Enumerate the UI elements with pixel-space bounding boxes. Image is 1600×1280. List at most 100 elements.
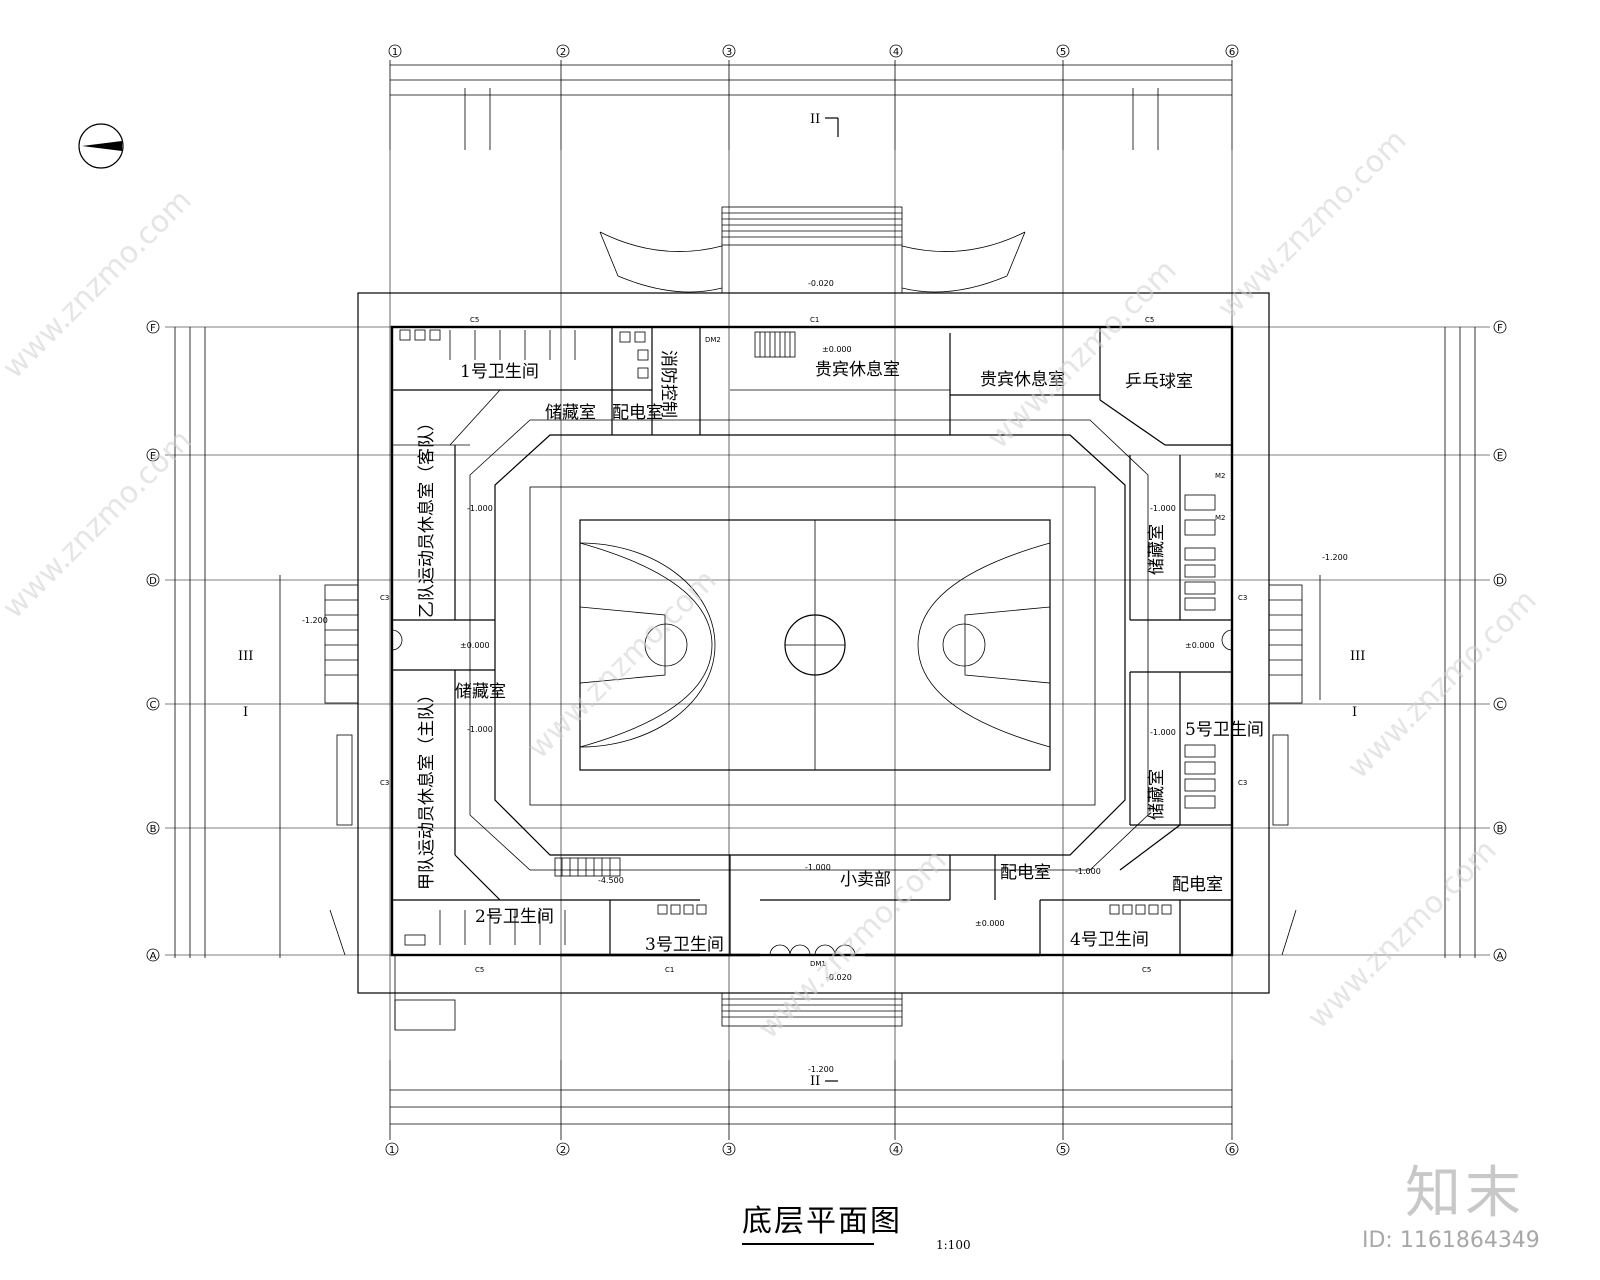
- watermark-text: www.znzmo.com www.znzmo.com www.znzmo.co…: [0, 123, 1544, 1046]
- section-mark-left-1: I: [243, 705, 248, 720]
- room-vip-lounge-1: 贵宾休息室: [815, 360, 900, 380]
- level-court-s: ±0.000: [975, 919, 1005, 928]
- room-toilet-2: 2号卫生间: [475, 907, 554, 927]
- level-corridor-s: -1.000: [805, 863, 831, 872]
- north-arrow-icon: [78, 123, 124, 169]
- svg-text:3: 3: [726, 47, 732, 58]
- room-labels: 1号卫生间 储藏室 配电室 贵宾休息室 贵宾休息室 乒乓球室 储藏室 小卖部 配…: [417, 350, 1264, 955]
- level-corridor-e1: -1.000: [1150, 504, 1176, 513]
- svg-text:2: 2: [560, 1145, 566, 1156]
- section-mark-left-3: III: [238, 649, 253, 664]
- image-id-label: ID: 1161864349: [1362, 1228, 1540, 1253]
- west-rooms-walls: [392, 445, 700, 901]
- room-toilet-1: 1号卫生间: [460, 362, 539, 382]
- section-mark-right-3: III: [1350, 649, 1365, 664]
- svg-text:D: D: [1496, 576, 1504, 587]
- section-mark-right-1: I: [1352, 705, 1357, 720]
- svg-text:M2: M2: [1215, 472, 1226, 480]
- north-rooms-walls: [392, 327, 1232, 446]
- svg-text:6: 6: [1229, 1145, 1235, 1156]
- svg-text:B: B: [1497, 824, 1504, 835]
- level-outdoor-top: -0.020: [808, 279, 834, 288]
- svg-text:B: B: [150, 824, 157, 835]
- svg-text:C5: C5: [475, 966, 484, 974]
- level-court-e: ±0.000: [1185, 641, 1215, 650]
- axis-bubbles-top: 1 2 3 4 5 6: [388, 44, 1239, 58]
- svg-text:D: D: [149, 576, 157, 587]
- room-fire-control: 消防控制: [658, 350, 678, 418]
- room-kiosk: 小卖部: [840, 870, 891, 890]
- bottom-dimension-lines: [389, 1060, 1233, 1140]
- axis-bubbles-bottom: 1 2 3 4 5 6: [385, 1142, 1239, 1156]
- room-storage-e2: 储藏室: [1147, 769, 1167, 820]
- svg-text:www.znzmo.com: www.znzmo.com: [0, 183, 199, 386]
- arena-inner-wall: [494, 434, 1126, 856]
- north-stair: [754, 331, 796, 358]
- toilet-fixtures-south: [404, 904, 1172, 946]
- room-storage-w: 储藏室: [455, 682, 506, 702]
- level-corridor-w1: -1.000: [467, 504, 493, 513]
- svg-text:6: 6: [1229, 47, 1235, 58]
- svg-text:1: 1: [389, 1145, 395, 1156]
- south-rooms-walls: [609, 855, 1181, 955]
- building-exterior-wall: [390, 325, 1234, 957]
- svg-text:DM2: DM2: [705, 336, 721, 344]
- svg-text:C1: C1: [810, 316, 819, 324]
- svg-text:www.znzmo.com: www.znzmo.com: [0, 423, 199, 626]
- level-ramp-e: -1.200: [1322, 553, 1348, 562]
- section-mark-bottom: II: [810, 1074, 820, 1089]
- level-outdoor-bottom: -0.020: [826, 973, 852, 982]
- svg-text:C3: C3: [380, 594, 389, 602]
- svg-text:C3: C3: [380, 779, 389, 787]
- south-stair: [554, 857, 621, 877]
- svg-text:www.znzmo.com: www.znzmo.com: [1211, 123, 1414, 326]
- arena-outer-ring: [469, 419, 1149, 871]
- svg-text:4: 4: [893, 47, 899, 58]
- level-pit: -4.500: [598, 876, 624, 885]
- brand-watermark: 知末: [1405, 1161, 1525, 1226]
- section-mark-top: II: [810, 112, 820, 127]
- east-rooms-walls: [1040, 455, 1232, 901]
- west-side-steps: [324, 584, 359, 956]
- svg-text:E: E: [150, 451, 156, 462]
- basketball-court: [529, 486, 1096, 806]
- room-storage-e1: 储藏室: [1147, 524, 1167, 575]
- east-side-steps: [1268, 584, 1303, 956]
- svg-text:3: 3: [726, 1145, 732, 1156]
- south-entrance-steps: [721, 992, 903, 1027]
- drawing-scale: 1:100: [936, 1238, 971, 1252]
- level-corridor-e2: -1.000: [1150, 728, 1176, 737]
- svg-text:F: F: [1497, 323, 1503, 334]
- toilet-fixtures-north: [399, 329, 649, 379]
- svg-text:www.znzmo.com: www.znzmo.com: [1341, 583, 1544, 786]
- side-dimension-lines: [174, 327, 1476, 958]
- axis-bubbles-right: A B C D E F: [1493, 320, 1507, 962]
- svg-text:DM1: DM1: [810, 960, 826, 968]
- level-court-n: ±0.000: [822, 345, 852, 354]
- room-toilet-5: 5号卫生间: [1185, 720, 1264, 740]
- room-electric-s: 配电室: [1000, 863, 1051, 883]
- room-table-tennis: 乒乓球室: [1125, 372, 1193, 392]
- svg-text:4: 4: [893, 1145, 899, 1156]
- svg-text:C1: C1: [665, 966, 674, 974]
- svg-text:C5: C5: [1145, 316, 1154, 324]
- svg-text:C3: C3: [1238, 779, 1247, 787]
- level-ramp-w: -1.200: [302, 616, 328, 625]
- svg-text:E: E: [1497, 451, 1503, 462]
- level-court-w: ±0.000: [460, 641, 490, 650]
- svg-text:www.znzmo.com: www.znzmo.com: [521, 563, 724, 766]
- room-toilet-3: 3号卫生间: [645, 935, 724, 955]
- svg-text:1: 1: [392, 47, 398, 58]
- axis-bubbles-left: A B C D E F: [146, 320, 160, 962]
- room-vip-lounge-2: 贵宾休息室: [980, 370, 1065, 390]
- room-team-b-lounge: 乙队运动员休息室（客队）: [417, 414, 437, 618]
- svg-text:C3: C3: [1238, 594, 1247, 602]
- svg-text:A: A: [1497, 951, 1504, 962]
- svg-text:A: A: [150, 951, 157, 962]
- title-underline: [742, 1243, 874, 1245]
- top-dimension-lines: [389, 60, 1233, 150]
- room-toilet-4: 4号卫生间: [1070, 930, 1149, 950]
- room-team-a-lounge: 甲队运动员休息室（主队）: [417, 686, 437, 890]
- svg-text:5: 5: [1060, 47, 1066, 58]
